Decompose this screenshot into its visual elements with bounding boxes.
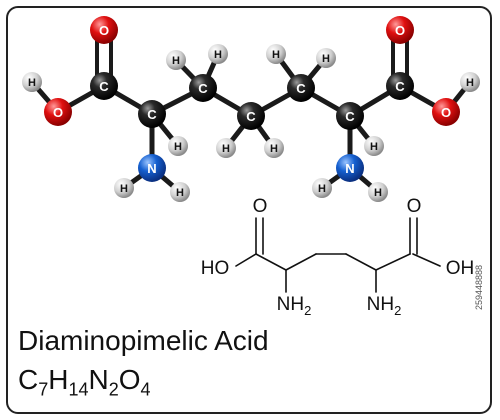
hydrogen-atom: H <box>312 178 332 198</box>
svg-text:C: C <box>296 81 306 96</box>
svg-text:H: H <box>272 49 280 61</box>
hydrogen-atom: H <box>316 48 336 68</box>
carbon-atom: C <box>336 102 364 130</box>
svg-text:C: C <box>147 107 157 122</box>
svg-text:H: H <box>222 143 230 155</box>
svg-text:C: C <box>345 109 355 124</box>
skeletal-label-o-right: O <box>407 196 422 217</box>
hydrogen-atom: H <box>368 182 388 202</box>
carbon-atom: C <box>237 102 265 130</box>
svg-text:H: H <box>374 187 382 199</box>
figure-frame <box>6 6 492 414</box>
atoms: H H H H H H H H H H H H H H O O O O N N … <box>22 16 480 202</box>
svg-text:N: N <box>345 161 354 176</box>
svg-text:H: H <box>466 77 474 89</box>
hydrogen-atom: H <box>170 182 190 202</box>
compound-name: Diaminopimelic Acid <box>18 325 269 356</box>
svg-text:H: H <box>120 183 128 195</box>
skeletal-label-ho: HO <box>201 258 230 279</box>
nitrogen-atom: N <box>336 154 364 182</box>
svg-text:H: H <box>370 141 378 153</box>
skeletal-bond <box>345 253 377 271</box>
skeletal-formula <box>235 217 441 293</box>
stock-id-watermark: 259448888 <box>474 264 484 310</box>
svg-text:H: H <box>214 49 222 61</box>
skeletal-label-oh: OH <box>446 258 475 279</box>
skeletal-bond <box>412 253 441 267</box>
skeletal-bond <box>375 253 411 271</box>
hydrogen-atom: H <box>364 136 384 156</box>
svg-text:H: H <box>174 141 182 153</box>
svg-text:H: H <box>270 143 278 155</box>
oxygen-atom: O <box>386 16 414 44</box>
carbon-atom: C <box>138 100 166 128</box>
svg-text:H: H <box>176 187 184 199</box>
carbon-atom: C <box>90 72 118 100</box>
hydrogen-atom: H <box>114 178 134 198</box>
skeletal-label-nh2-right: NH2 <box>367 294 402 318</box>
molecular-formula: C7H14N2O4 <box>18 364 151 400</box>
skeletal-bond <box>255 253 287 271</box>
svg-text:C: C <box>99 79 109 94</box>
skeletal-bond <box>235 253 257 267</box>
hydrogen-atom: H <box>460 72 480 92</box>
skeletal-labels: O O HO OH NH2 NH2 <box>201 196 475 318</box>
oxygen-atom: O <box>90 16 118 44</box>
oxygen-atom: O <box>44 98 72 126</box>
svg-text:C: C <box>246 109 256 124</box>
nitrogen-atom: N <box>138 154 166 182</box>
oxygen-atom: O <box>432 98 460 126</box>
svg-text:O: O <box>99 23 109 38</box>
svg-text:N: N <box>147 161 156 176</box>
double-bonds-3d <box>95 30 409 86</box>
svg-text:C: C <box>395 79 405 94</box>
svg-text:H: H <box>28 77 36 89</box>
skeletal-label-nh2-left: NH2 <box>277 294 312 318</box>
svg-text:C: C <box>198 81 208 96</box>
svg-text:O: O <box>395 23 405 38</box>
skeletal-bond <box>285 253 317 271</box>
hydrogen-atom: H <box>266 44 286 64</box>
hydrogen-atom: H <box>208 44 228 64</box>
hydrogen-atom: H <box>166 50 186 70</box>
hydrogen-atom: H <box>168 136 188 156</box>
hydrogen-atom: H <box>264 138 284 158</box>
skeletal-label-o-left: O <box>253 196 268 217</box>
carbon-atom: C <box>287 74 315 102</box>
svg-text:H: H <box>322 53 330 65</box>
svg-text:H: H <box>318 183 326 195</box>
carbon-atom: C <box>386 72 414 100</box>
hydrogen-atom: H <box>22 72 42 92</box>
carbon-atom: C <box>189 74 217 102</box>
svg-text:O: O <box>441 105 451 120</box>
svg-text:H: H <box>172 55 180 67</box>
hydrogen-atom: H <box>216 138 236 158</box>
svg-text:O: O <box>53 105 63 120</box>
